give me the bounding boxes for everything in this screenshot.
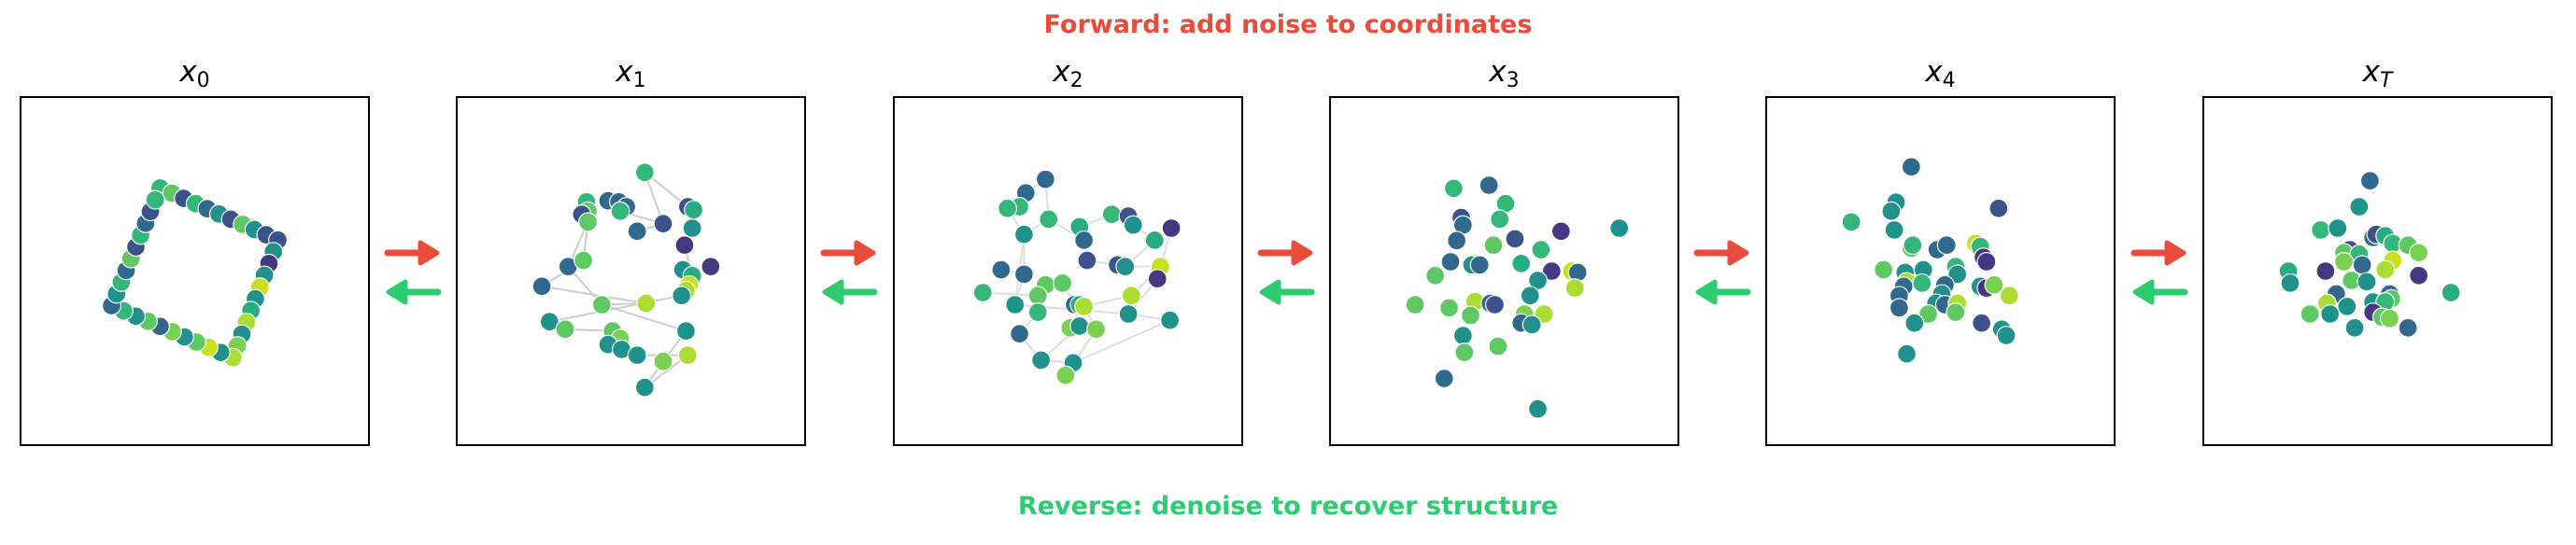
arrow-pair-2 [819,237,879,308]
forward-process-title: Forward: add noise to coordinates [1043,10,1533,39]
forward-arrow-icon [1257,240,1313,266]
panel-title-x2: x2 [1053,55,1083,92]
panel-xT: xT [2202,54,2553,446]
scatter-plot-x3 [1405,175,1630,419]
panel-title-x4: x4 [1925,55,1956,92]
reverse-process-title: Reverse: denoise to recover structure [1017,492,1559,521]
panel-xT-plot-area [2202,96,2553,446]
panel-x2: x2 [893,54,1243,446]
panel-title-xT: xT [2362,55,2393,92]
reverse-arrow-icon [1259,279,1315,305]
panel-x3: x3 [1329,54,1679,446]
reverse-arrow-icon [386,279,442,305]
panel-x0: x0 [20,54,370,446]
arrow-pair-3 [1256,237,1316,308]
forward-arrow-icon [384,240,440,266]
forward-arrow-icon [2130,240,2187,266]
reverse-arrow-icon [1695,279,1751,305]
scatter-plot-x0 [101,177,289,368]
panel-title-x0: x0 [179,55,210,92]
scatter-plot-x4 [1841,157,2019,364]
panel-x0-plot-area [20,96,370,446]
arrow-pair-4 [1692,237,1752,308]
arrow-pair-1 [383,237,443,308]
panel-x1: x1 [456,54,806,446]
scatter-plot-x2 [972,169,1182,385]
panel-x2-plot-area [893,96,1243,446]
forward-arrow-icon [1693,240,1749,266]
panel-x1-plot-area [456,96,806,446]
forward-arrow-icon [820,240,876,266]
arrow-pair-5 [2130,237,2189,308]
panel-title-x3: x3 [1489,55,1520,92]
reverse-arrow-icon [2132,279,2188,305]
panel-x4-plot-area [1765,96,2116,446]
scatter-plot-x1 [531,162,721,398]
panel-x4: x4 [1765,54,2116,446]
panel-title-x1: x1 [616,55,646,92]
panel-x3-plot-area [1329,96,1679,446]
reverse-arrow-icon [822,279,878,305]
scatter-plot-xT [2278,171,2461,338]
